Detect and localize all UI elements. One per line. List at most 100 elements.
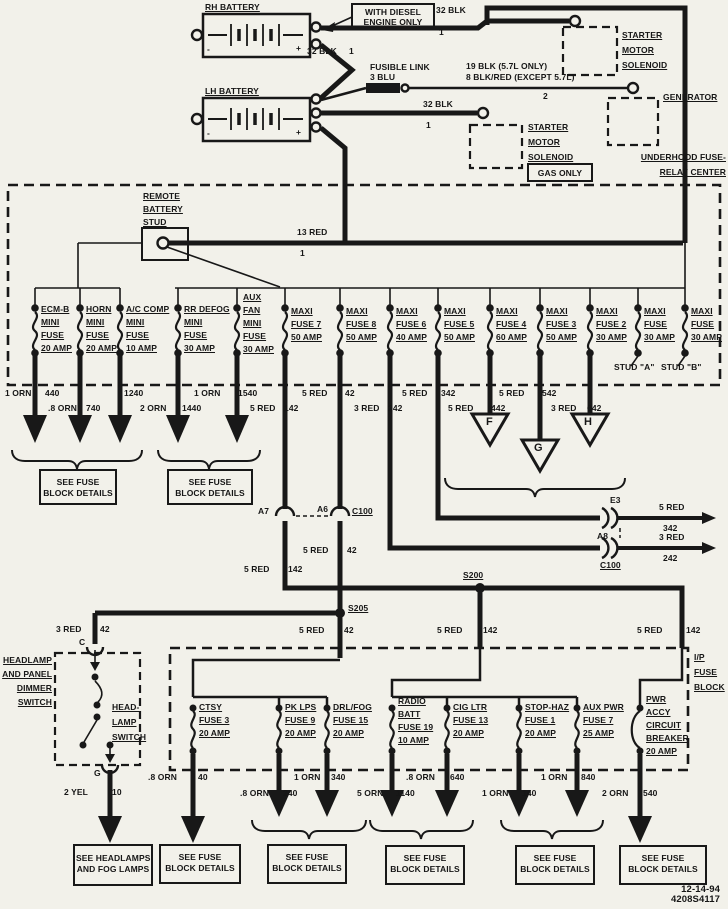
headlamp-dimmer-switch-box [53,651,142,767]
fuse-label-radio-batt: RADIO BATT FUSE 19 10 AMP [398,696,434,745]
connector-c-label: C [79,637,86,647]
battery-plus: + [296,43,302,53]
fuse-label-pk-lps: PK LPS FUSE 9 20 AMP [285,702,317,738]
connector-g-triangle-icon [519,438,561,474]
remote-battery-stud-box [141,227,189,261]
wire-label: 1 ORN [5,388,32,398]
wire-label: 340 [331,772,346,782]
maxi-distribution-wires [92,355,716,658]
wire-s205-left [92,610,340,644]
wire-label: 3 RED [56,624,82,634]
fuse-label-aux-pwr: AUX PWR FUSE 7 25 AMP [583,702,624,738]
splice-s200-label: S200 [463,570,484,580]
battery-plus: + [296,127,302,137]
fuse-label-rr-defog: RR DEFOG MINI FUSE 30 AMP [184,304,230,353]
connector-e3-label: E3 [610,495,621,505]
rh-battery-symbol [190,12,322,59]
connector-h-triangle-icon [569,412,611,448]
fuse-label-cig-ltr: CIG LTR FUSE 13 20 AMP [453,702,489,738]
wire-label: 142 [483,625,498,635]
remote-battery-stud-terminal [156,236,170,250]
connector-a6-icon [329,505,351,517]
fuse-maxi-2 [586,288,594,357]
wire-label: 32 BLK [436,5,466,15]
fuse-label-aux-fan: AUX FAN MINI FUSE 30 AMP [243,292,274,354]
wire-label: .8 ORN [148,772,177,782]
wire-label: 3 RED [659,532,685,542]
wire-13red-riser [484,5,688,243]
starter-solenoid-2-box [468,123,524,170]
connector-f-label: F [486,416,493,428]
wires-fgh [487,355,593,439]
wire-label: 142 [686,625,701,635]
lh-battery-label: LH BATTERY [205,86,259,96]
breaker-label: PWR ACCY CIRCUIT BREAKER 20 AMP [646,694,689,756]
connector-a8-label: A8 [597,531,609,541]
wire-label: 10 [112,787,122,797]
fuse-maxi-6 [386,288,394,357]
wire-label: 5 RED [244,564,270,574]
wire-rh-to-lh [319,43,356,100]
battery-circuits [35,5,688,289]
wires-out-right [618,516,702,550]
fuse-cig-ltr [443,704,451,755]
fuse-label-maxi-5: MAXI FUSE 5 50 AMP [444,306,475,342]
lh-battery-symbol [190,93,322,143]
wire-label: 540 [643,788,658,798]
fuse-label-maxi-3: MAXI FUSE 3 50 AMP [546,306,577,342]
generator-terminal [626,81,640,95]
fuse-label-horn: HORN MINI FUSE 20 AMP [86,304,117,353]
wire-label: 5 RED [637,625,663,635]
connector-c100-label-2: C100 [600,560,621,570]
wire-label: 2 ORN [140,403,167,413]
fuse-pk-lps [275,704,283,755]
headlamp-switch-symbol [79,646,122,843]
dashed-boxes [6,25,722,772]
fuse-label-maxi-2: MAXI FUSE 2 30 AMP [596,306,627,342]
fuse-drl-fog [323,704,331,755]
battery-minus: - [207,128,210,138]
wire-label: 42 [344,625,354,635]
wire-label: 342 [663,523,678,533]
fuse-maxi-5 [434,288,442,357]
ip-fuse-block-label: I/P FUSE BLOCK [694,652,725,692]
wire-label: 442 [491,403,506,413]
wire-label: 5 RED [499,388,525,398]
headlamp-switch-label: HEAD- LAMP SWITCH [112,702,147,742]
fuse-aux-pwr [573,704,581,755]
fuse-ctsy [189,704,197,755]
stud-b-label: STUD "B" [661,362,702,372]
fuse-maxi-3 [536,288,544,357]
fuse-horn [76,288,84,357]
wire-label: .8 ORN [48,403,77,413]
fuse-label-maxi-6: MAXI FUSE 6 40 AMP [396,306,427,342]
wire-label: 40 [198,772,208,782]
see-fuse-details-callout: SEE FUSE BLOCK DETAILS [390,853,460,874]
wire-label: 242 [388,403,403,413]
wire-label: 542 [542,388,557,398]
wire-label: 1 ORN [194,388,221,398]
fuse-label-drl-fog: DRL/FOG FUSE 15 20 AMP [333,702,372,738]
ip-fuse-symbols [189,704,644,755]
connector-a7-label: A7 [258,506,270,516]
fuse-rr-defog [174,288,182,357]
connector-h-label: H [584,416,593,428]
wire-19blk-label: 19 BLK (5.7L ONLY) 8 BLK/RED (EXCEPT 5.7… [466,61,575,82]
wire-label: 1 ORN [294,772,321,782]
gas-only-box [527,163,593,182]
wire-label: 740 [86,403,101,413]
wire-label: 140 [522,788,537,798]
wire-label: 1440 [182,403,202,413]
starter-solenoid-1-box [561,25,619,77]
wire-label: 2 YEL [64,787,88,797]
diesel-note-arrowhead [322,22,335,32]
fuse-label-stud-b-fuse: MAXI FUSE 30 AMP [691,306,722,342]
stud-feed-lines [77,242,686,288]
battery-minus: - [207,44,210,54]
wire-label: .8 ORN [240,788,269,798]
generator-box [606,96,660,147]
wire-label: 5 RED [303,545,329,555]
wire-label: 42 [347,545,357,555]
circuit-breaker-symbol [630,704,644,755]
